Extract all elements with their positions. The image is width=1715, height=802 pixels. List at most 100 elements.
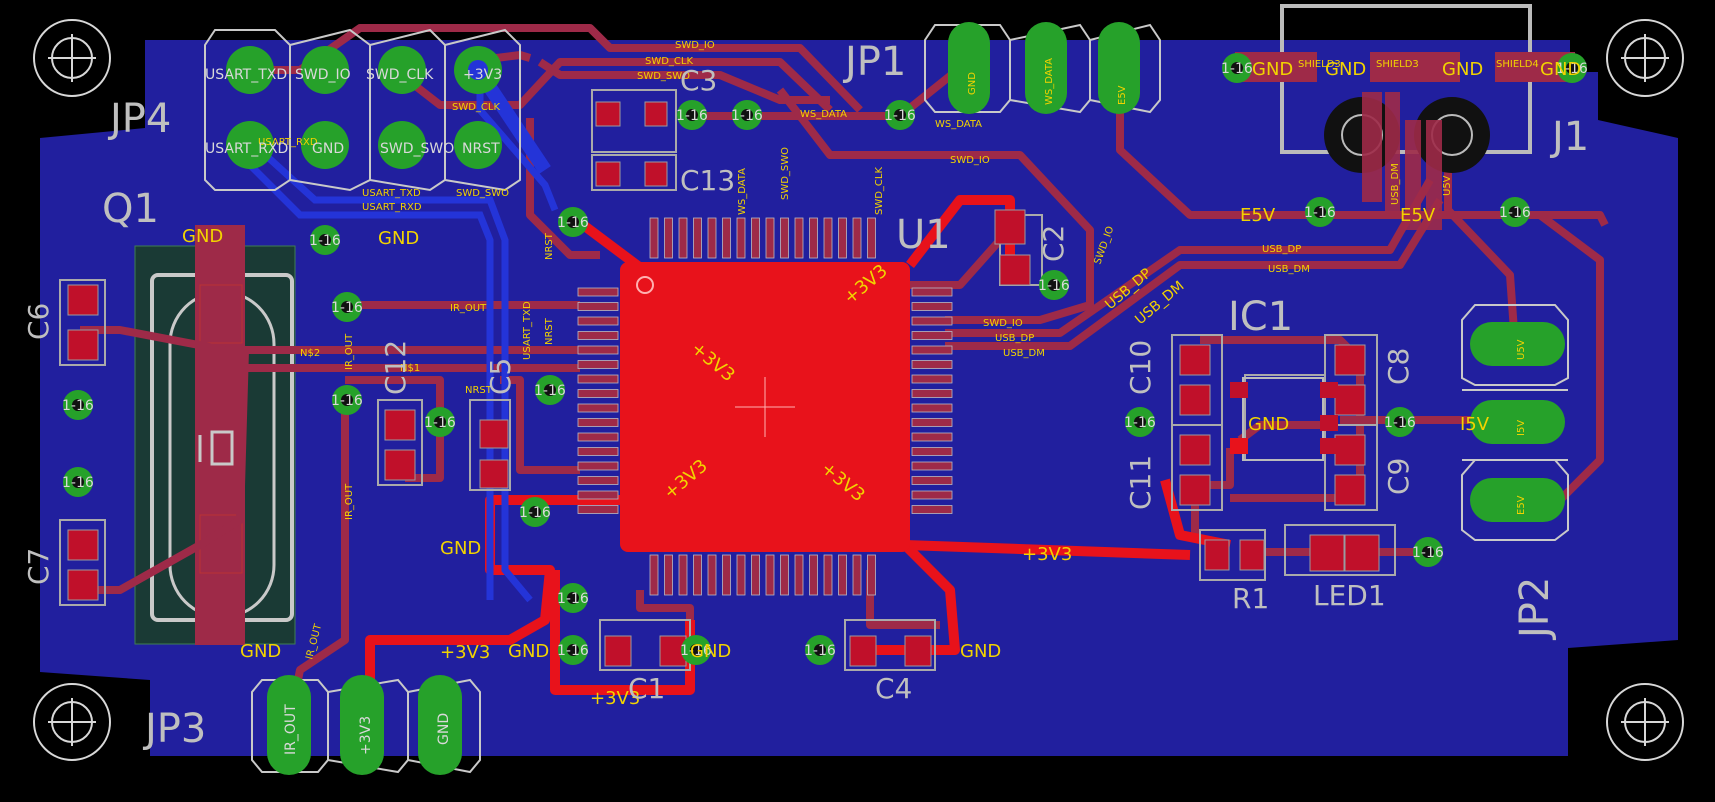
via-drill [1509, 206, 1521, 218]
designator-c2: C2 [1037, 225, 1070, 262]
signal-label-usart-txd: USART_TXD [362, 188, 421, 199]
signal-label-usb-dm: USB_DM [1390, 163, 1401, 205]
u1-pin [794, 554, 804, 596]
designator-jp2: JP2 [1512, 577, 1558, 641]
u1-pin [765, 217, 775, 259]
vias: 1-16 1-16 1-16 1-16 1-16 1-16 1-16 1-16 1-16 1-16… [62, 53, 1588, 665]
u1-pin [678, 217, 688, 259]
via-drill [686, 109, 698, 121]
net-label-gnd: GND [182, 226, 223, 247]
u1-pin [736, 554, 746, 596]
u1-pin [649, 554, 659, 596]
net-label-e5v: E5V [1240, 205, 1276, 226]
jp4-pin-labels: USART_TXD SWD_IO SWD_CLK +3V3 USART_RXD … [205, 67, 502, 157]
jp3-pin-label: IR_OUT [283, 704, 299, 755]
signal-label-swd-io: SWD_IO [950, 155, 990, 166]
via-label: 1-16 [676, 108, 708, 124]
u1-pin [809, 554, 818, 596]
via-drill [1422, 546, 1434, 558]
via-label: 1-16 [534, 383, 566, 399]
u1-pin [577, 505, 619, 514]
u1-pin [911, 316, 953, 326]
designator-c1: C1 [628, 672, 665, 705]
net-label-gnd: GND [440, 538, 481, 559]
net-label-gnd: GND [1248, 414, 1289, 435]
jp4-pin-label: SWD_IO [295, 67, 351, 83]
signal-label-usart-txd: USART_TXD [522, 301, 533, 360]
u1-pin [911, 360, 953, 369]
u1-pin [577, 302, 619, 311]
designator-c11: C11 [1124, 455, 1157, 510]
signal-label-swd-clk: SWD_CLK [645, 56, 693, 67]
jp2-pin-label: U5V [1516, 339, 1527, 360]
signal-label-u5v: U5V [1442, 175, 1453, 196]
jp4-pads [226, 46, 502, 169]
via-label: 1-16 [1556, 61, 1588, 77]
j1-usb-connector [1235, 4, 1575, 230]
u1-pin [577, 403, 619, 413]
u1-pin [911, 389, 953, 398]
signal-label-ws-data: WS_DATA [737, 168, 748, 215]
signal-label-swd-clk: SWD_CLK [874, 167, 885, 215]
u1-pin [911, 418, 953, 427]
u1-pin [707, 217, 717, 259]
designators: JP4 JP1 JP3 JP2 J1 Q1 U1 IC1 C3 C13 C2 C… [22, 39, 1589, 752]
jp4-pin-label: USART_RXD [205, 141, 288, 157]
jp2-pin-label: E5V [1516, 495, 1527, 515]
via-drill [894, 109, 906, 121]
jp4-pin-label: SWD_SWO [380, 141, 454, 157]
via-label: 1-16 [680, 643, 712, 659]
jp4-pin-label: USART_TXD [205, 67, 287, 83]
signal-label-nrst: NRST [544, 232, 555, 260]
signal-label-ns2: N$2 [300, 348, 320, 359]
u1-pin [823, 554, 833, 596]
u1-pin [577, 360, 619, 369]
via-drill [1231, 62, 1243, 74]
via-drill [544, 384, 556, 396]
designator-c3: C3 [680, 64, 717, 97]
via-drill [72, 399, 84, 411]
via-label: 1-16 [1221, 61, 1253, 77]
via-label: 1-16 [731, 108, 763, 124]
u1-pin [751, 554, 760, 596]
jp3-pin-label: +3V3 [358, 716, 374, 755]
signal-label-ir-out: IR_OUT [344, 333, 355, 370]
u1-pin [780, 217, 789, 259]
net-label-v33: +3V3 [590, 688, 640, 709]
via-label: 1-16 [424, 415, 456, 431]
u1-pin [911, 432, 953, 442]
signal-label-usb-dm: USB_DM [1003, 348, 1045, 359]
signal-label-shield3: SHIELD3 [1376, 59, 1419, 70]
via-label: 1-16 [1499, 205, 1531, 221]
designator-led1: LED1 [1313, 579, 1386, 612]
net-label-gnd: GND [1252, 59, 1293, 80]
designator-c5: C5 [484, 358, 517, 395]
u1-pin [838, 217, 847, 259]
u1-pin [911, 476, 953, 485]
jp1-header [924, 22, 1161, 114]
u1-pin [911, 287, 953, 297]
via-drill [341, 394, 353, 406]
signal-label-swd-io: SWD_IO [983, 318, 1023, 329]
designator-c9: C9 [1382, 458, 1415, 495]
signal-label-shield4: SHIELD4 [1496, 59, 1539, 70]
designator-jp3: JP3 [142, 706, 206, 752]
smd-pads [67, 101, 1380, 667]
signal-label-ws-data: WS_DATA [800, 109, 847, 120]
signal-label-swd-io: SWD_IO [675, 40, 715, 51]
signal-label-ir-out: IR_OUT [344, 483, 355, 520]
u1-pin [707, 554, 717, 596]
u1-pin [736, 217, 746, 259]
u1-pin [823, 217, 833, 259]
u1-pin [577, 345, 619, 355]
via-label: 1-16 [309, 233, 341, 249]
u1-pin [911, 374, 953, 384]
signal-label-usb-dp: USB_DP [995, 333, 1034, 344]
copper-traces [80, 24, 1609, 721]
via-drill [1134, 416, 1146, 428]
jp4-pin-label: NRST [462, 141, 500, 157]
jp2-pin-label: I5V [1516, 420, 1527, 436]
via-label: 1-16 [557, 215, 589, 231]
jp1-pin-label: GND [967, 72, 978, 95]
